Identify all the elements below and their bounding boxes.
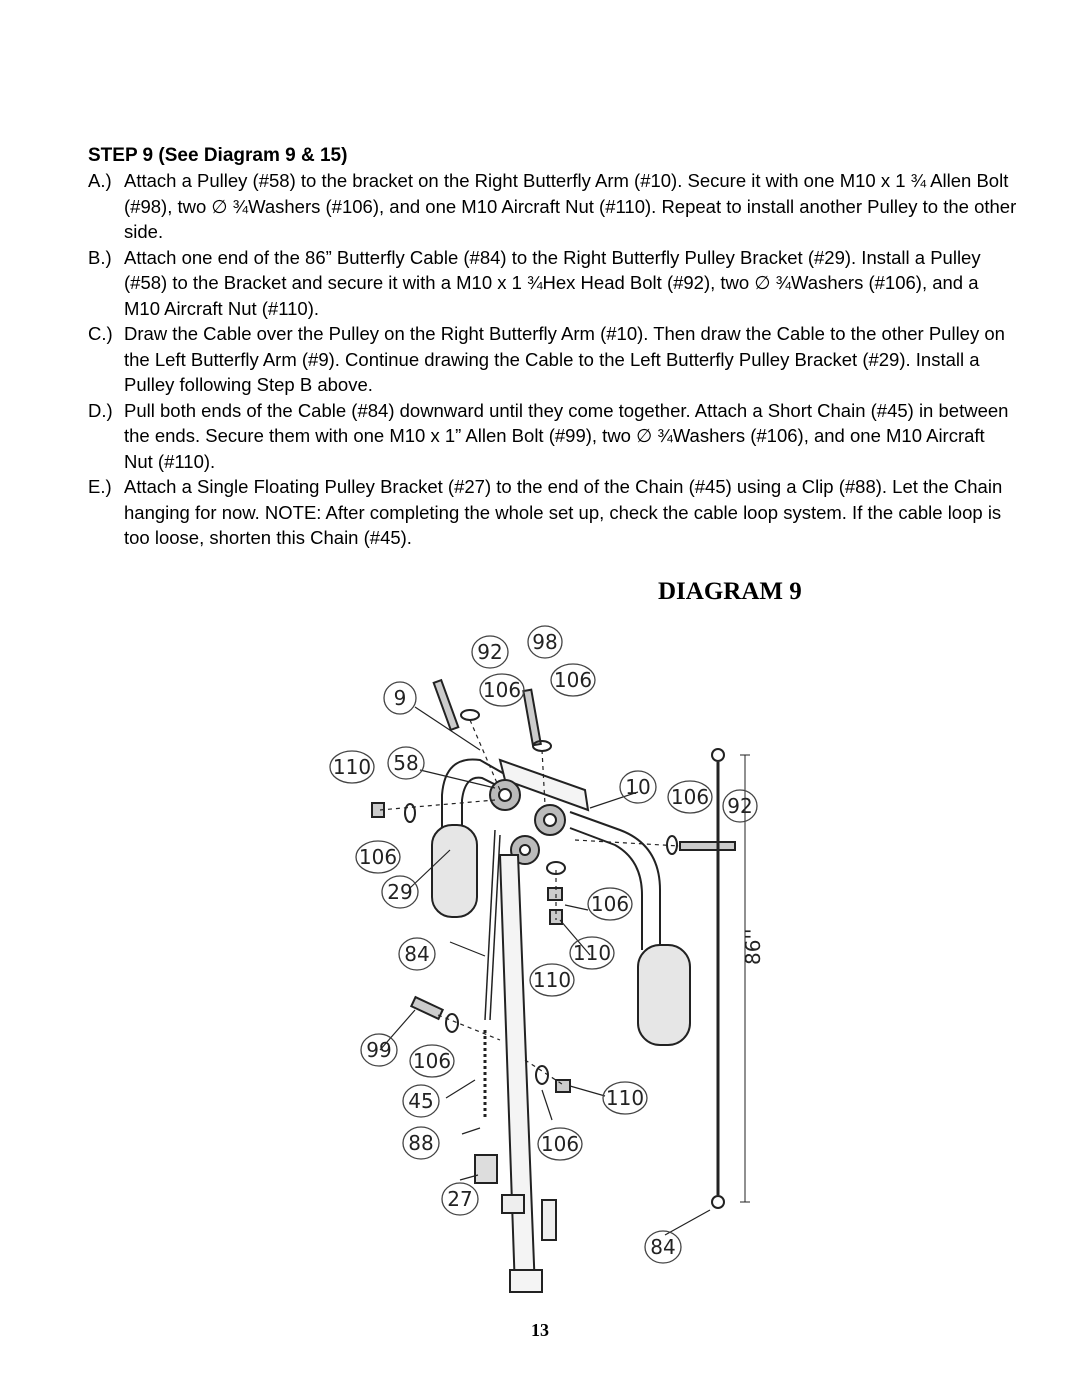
diagram-title: DIAGRAM 9 [658,578,802,605]
step-a: A.) Attach a Pulley (#58) to the bracket… [88,168,1018,245]
washer [460,709,480,721]
step-letter: D.) [88,399,113,421]
nut [547,887,563,901]
washer [666,835,678,855]
callout-99: 99 [366,1038,391,1062]
callout-110: 110 [606,1086,644,1110]
floating-pulley-bracket [474,1154,498,1184]
main-post [498,854,537,1291]
left-butterfly-arm [441,758,516,910]
cable-length-label: 86'' [741,929,765,965]
callout-84: 84 [404,942,429,966]
callout-106: 106 [591,892,629,916]
callout-92: 92 [477,640,502,664]
step-letter: C.) [88,323,113,344]
washer [445,1013,459,1033]
bolt-99 [409,995,445,1021]
callout-110: 110 [333,755,371,779]
step-e: E.) Attach a Single Floating Pulley Brac… [88,474,1018,551]
callout-106: 106 [541,1132,579,1156]
callout-106: 106 [671,785,709,809]
right-arm-pad [637,944,691,1046]
step-b: B.) Attach one end of the 86” Butterfly … [88,245,1018,322]
callout-106: 106 [359,845,397,869]
step-list: A.) Attach a Pulley (#58) to the bracket… [88,168,1018,551]
bolt-98 [522,688,542,747]
callout-27: 27 [447,1187,472,1211]
bolt-92b [679,841,736,851]
step-text: Attach one end of the 86” Butterfly Cabl… [124,246,981,319]
callout-84: 84 [650,1235,675,1259]
callout-92: 92 [727,794,752,818]
callout-29: 29 [387,880,412,904]
step-letter: E.) [88,476,112,497]
step-d: D.) Pull both ends of the Cable (#84) do… [88,398,1018,475]
step-text: Pull both ends of the Cable (#84) downwa… [124,399,1009,472]
nut [555,1079,571,1093]
washer [404,803,416,823]
page-number: 13 [531,1320,549,1340]
callout-88: 88 [408,1131,433,1155]
bolt-92 [432,678,460,732]
step-c: C.) Draw the Cable over the Pulley on th… [88,321,1018,398]
callout-10: 10 [625,775,650,799]
step-letter: A.) [88,170,112,191]
callout-110: 110 [573,941,611,965]
step-heading: STEP 9 (See Diagram 9 & 15) [88,145,348,166]
callout-45: 45 [408,1089,433,1113]
callout-106: 106 [554,668,592,692]
right-butterfly-arm [569,811,661,950]
callout-9: 9 [394,686,407,710]
step-text: Attach a Single Floating Pulley Bracket … [124,476,1003,548]
step-text: Draw the Cable over the Pulley on the Ri… [124,323,1005,395]
washer [532,740,552,752]
assembly-diagram: 92 98 9 106 106 110 58 10 106 92 106 29 … [329,625,765,1293]
left-arm-pad [431,824,478,918]
callout-106: 106 [413,1049,451,1073]
callout-106: 106 [483,678,521,702]
callout-110: 110 [533,968,571,992]
callout-58: 58 [393,751,418,775]
step-text: Attach a Pulley (#58) to the bracket on … [124,170,1017,242]
step-letter: B.) [88,246,112,268]
washer [535,1065,549,1085]
callout-98: 98 [532,630,557,654]
